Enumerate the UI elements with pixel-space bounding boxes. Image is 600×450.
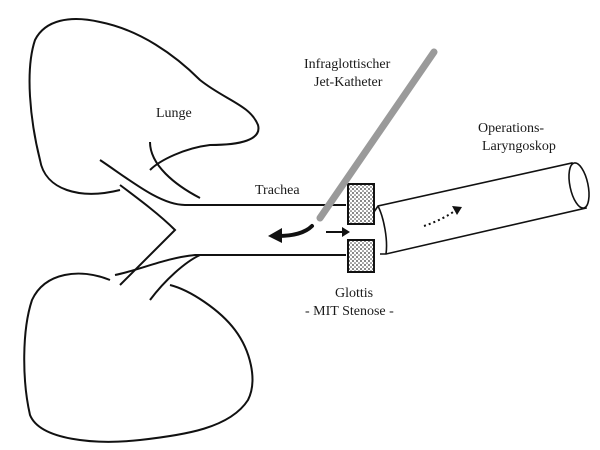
laryngoscope-body	[373, 162, 588, 255]
catheter-label-line2: Jet-Katheter	[314, 75, 383, 90]
carina-curve	[188, 198, 200, 255]
lower-bronchus-outer	[114, 254, 346, 276]
laryngoscope-label-line2: Laryngoskop	[482, 139, 556, 154]
upper-bronchus-outer	[99, 159, 346, 206]
jet-flow-arrow-head	[268, 228, 282, 243]
trachea-label: Trachea	[255, 183, 300, 198]
lower-lung-shape	[23, 272, 254, 443]
catheter-label-line1: Infraglottischer	[304, 57, 391, 72]
glottis-stenosis-upper	[347, 183, 375, 225]
exhaust-dotted-arrow	[423, 209, 457, 227]
glottis-label-line1: Glottis	[335, 286, 374, 301]
bronchus-branch-left	[119, 184, 177, 286]
laryngoscope-proximal-end	[377, 205, 388, 255]
lower-bronchus-inner	[149, 254, 201, 301]
upper-lung-shape	[28, 18, 260, 195]
glottis-label-line2: - MIT Stenose -	[305, 304, 394, 319]
jet-flow-arrow	[276, 224, 314, 238]
laryngoscope-opening	[568, 162, 590, 209]
lung-label: Lunge	[156, 106, 192, 121]
upper-bronchus-inner	[149, 141, 201, 199]
laryngoscope-label-line1: Operations-	[478, 121, 545, 136]
glottis-stenosis-lower	[347, 239, 375, 273]
jet-catheter	[316, 48, 438, 222]
flow-arrow-head-right	[342, 227, 350, 237]
exhaust-dotted-arrow-head	[452, 206, 462, 215]
